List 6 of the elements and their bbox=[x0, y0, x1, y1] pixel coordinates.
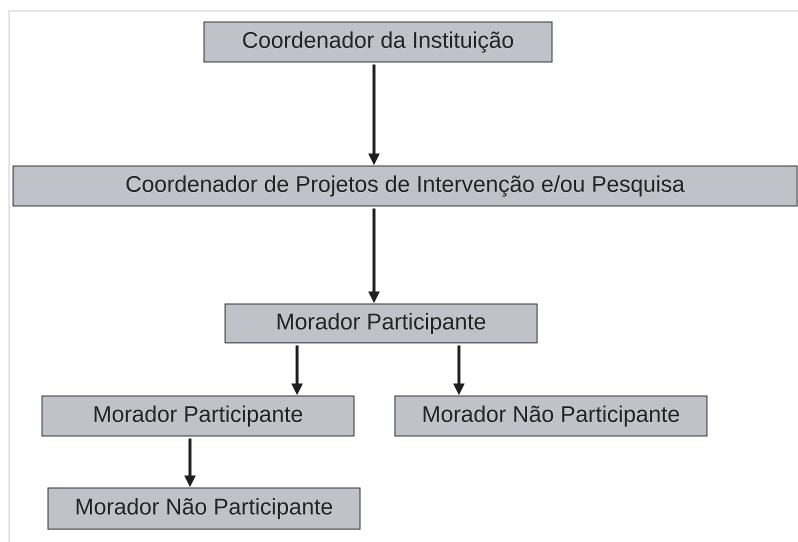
process-box: Morador Participante bbox=[224, 304, 538, 344]
process-box: Morador Não Participante bbox=[394, 396, 708, 436]
process-box: Morador Participante bbox=[42, 396, 354, 436]
process-box: Coordenador da Instituição bbox=[204, 22, 552, 62]
process-box: Coordenador de Projetos de Intervenção e/ou Pesquisa bbox=[12, 166, 798, 206]
process-box: Morador Não Participante bbox=[48, 488, 360, 530]
